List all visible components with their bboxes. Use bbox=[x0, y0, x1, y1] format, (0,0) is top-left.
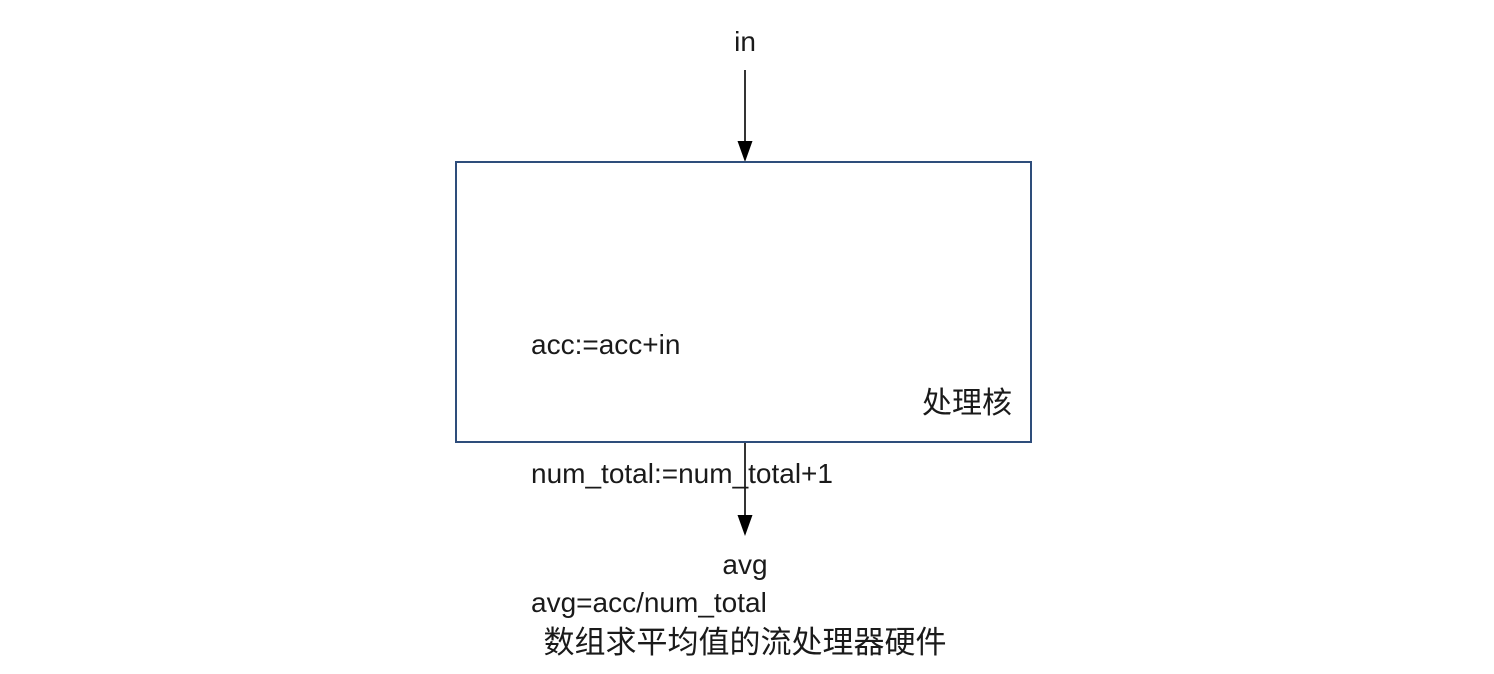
processing-core-box: acc:=acc+in num_total:=num_total+1 avg=a… bbox=[455, 161, 1032, 618]
code-line-1: acc:=acc+in bbox=[531, 329, 681, 360]
input-signal-label: in bbox=[734, 26, 756, 57]
core-code-block: acc:=acc+in num_total:=num_total+1 avg=a… bbox=[531, 237, 833, 674]
code-line-3: avg=acc/num_total bbox=[531, 587, 767, 618]
figure-caption: 数组求平均值的流处理器硬件 bbox=[543, 625, 947, 660]
output-signal-label: avg bbox=[722, 549, 768, 580]
arrow-down-into-core bbox=[737, 70, 753, 162]
code-line-2: num_total:=num_total+1 bbox=[531, 458, 833, 489]
processing-core-label: 处理核 bbox=[922, 387, 1012, 420]
